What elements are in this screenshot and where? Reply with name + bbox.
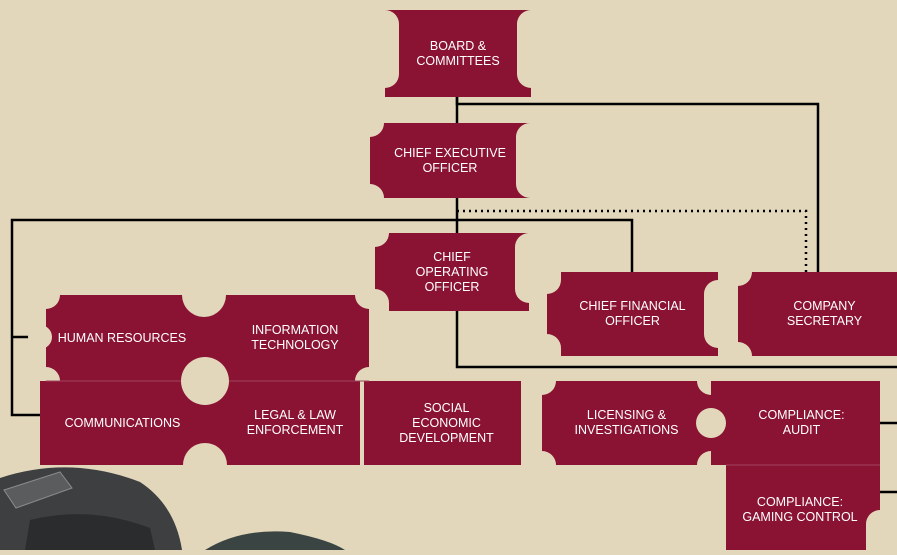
left-knob-hr (28, 325, 52, 349)
center-knob (181, 357, 229, 405)
comm-legal-knob (183, 443, 227, 487)
board-box (385, 10, 531, 97)
cfo-box (547, 272, 718, 356)
ceo-box (370, 123, 530, 198)
licensing-box (542, 381, 711, 465)
comm-legal-box (40, 381, 360, 465)
coo-to-operations-line (455, 305, 897, 369)
compliance-audit-box (711, 381, 880, 465)
dotted-reporting-line (457, 209, 808, 272)
ceo-to-cfo-line (457, 218, 634, 272)
connector-lines (10, 97, 897, 494)
company-secretary-box (738, 272, 897, 356)
coo-box (375, 233, 529, 311)
licensing-knob (696, 408, 726, 438)
background-photo (0, 467, 345, 550)
hr-it-box (46, 295, 369, 381)
left-bracket-line (10, 218, 457, 417)
compliance-gaming-box (726, 465, 880, 550)
social-box (364, 381, 521, 465)
hr-it-knob (182, 273, 226, 317)
